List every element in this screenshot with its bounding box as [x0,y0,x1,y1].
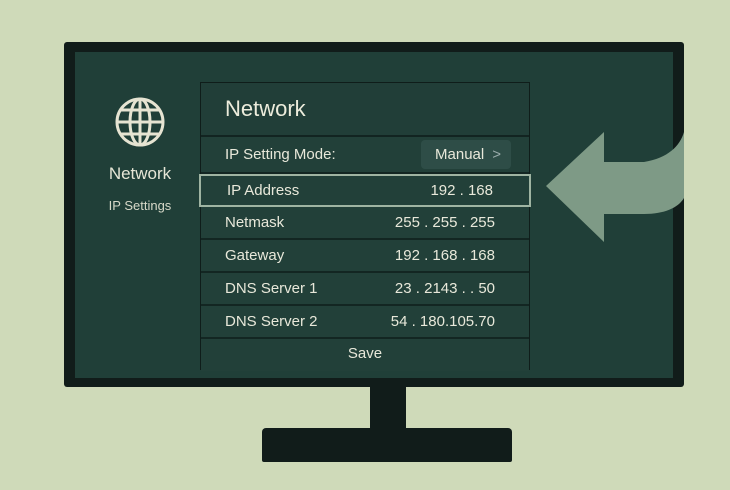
curved-arrow-icon [546,132,684,242]
ip-mode-select[interactable]: Manual > [421,140,511,169]
tv-stand-neck [370,387,406,432]
globe-icon [115,97,165,147]
chevron-right-icon: > [492,146,501,163]
dns2-row[interactable]: DNS Server 2 54 . 180.105.70 [201,306,529,339]
save-button[interactable]: Save [201,339,529,371]
row-label: DNS Server 2 [225,313,318,330]
row-value: 54 . 180.105.70 [390,313,495,330]
sidebar-title: Network [108,164,172,183]
row-label: DNS Server 1 [225,280,318,297]
row-value: 192 . 168 [430,182,493,199]
ip-mode-label: IP Setting Mode: [225,146,336,163]
row-label: Netmask [225,214,285,231]
sidebar: Network IP Settings [95,95,185,213]
dns1-row[interactable]: DNS Server 1 23 . 2143 . . 50 [201,273,529,306]
netmask-row[interactable]: Netmask 255 . 255 . 255 [201,207,529,240]
ip-mode-row: IP Setting Mode: Manual > [201,137,529,174]
row-label: Gateway [225,247,285,264]
network-panel: Network IP Setting Mode: Manual > IP Addr… [199,82,531,371]
row-value: 23 . 2143 . . 50 [394,280,495,297]
tv-stand-base [262,428,512,462]
ip-address-row[interactable]: IP Address 192 . 168 [199,174,531,207]
row-value: 255 . 255 . 255 [394,214,495,231]
gateway-row[interactable]: Gateway 192 . 168 . 168 [201,240,529,273]
row-label: IP Address [227,182,300,199]
panel-title: Network [201,83,529,137]
row-value: 192 . 168 . 168 [394,247,495,264]
sidebar-subtitle[interactable]: IP Settings [108,198,172,213]
ip-mode-value: Manual [435,146,485,163]
